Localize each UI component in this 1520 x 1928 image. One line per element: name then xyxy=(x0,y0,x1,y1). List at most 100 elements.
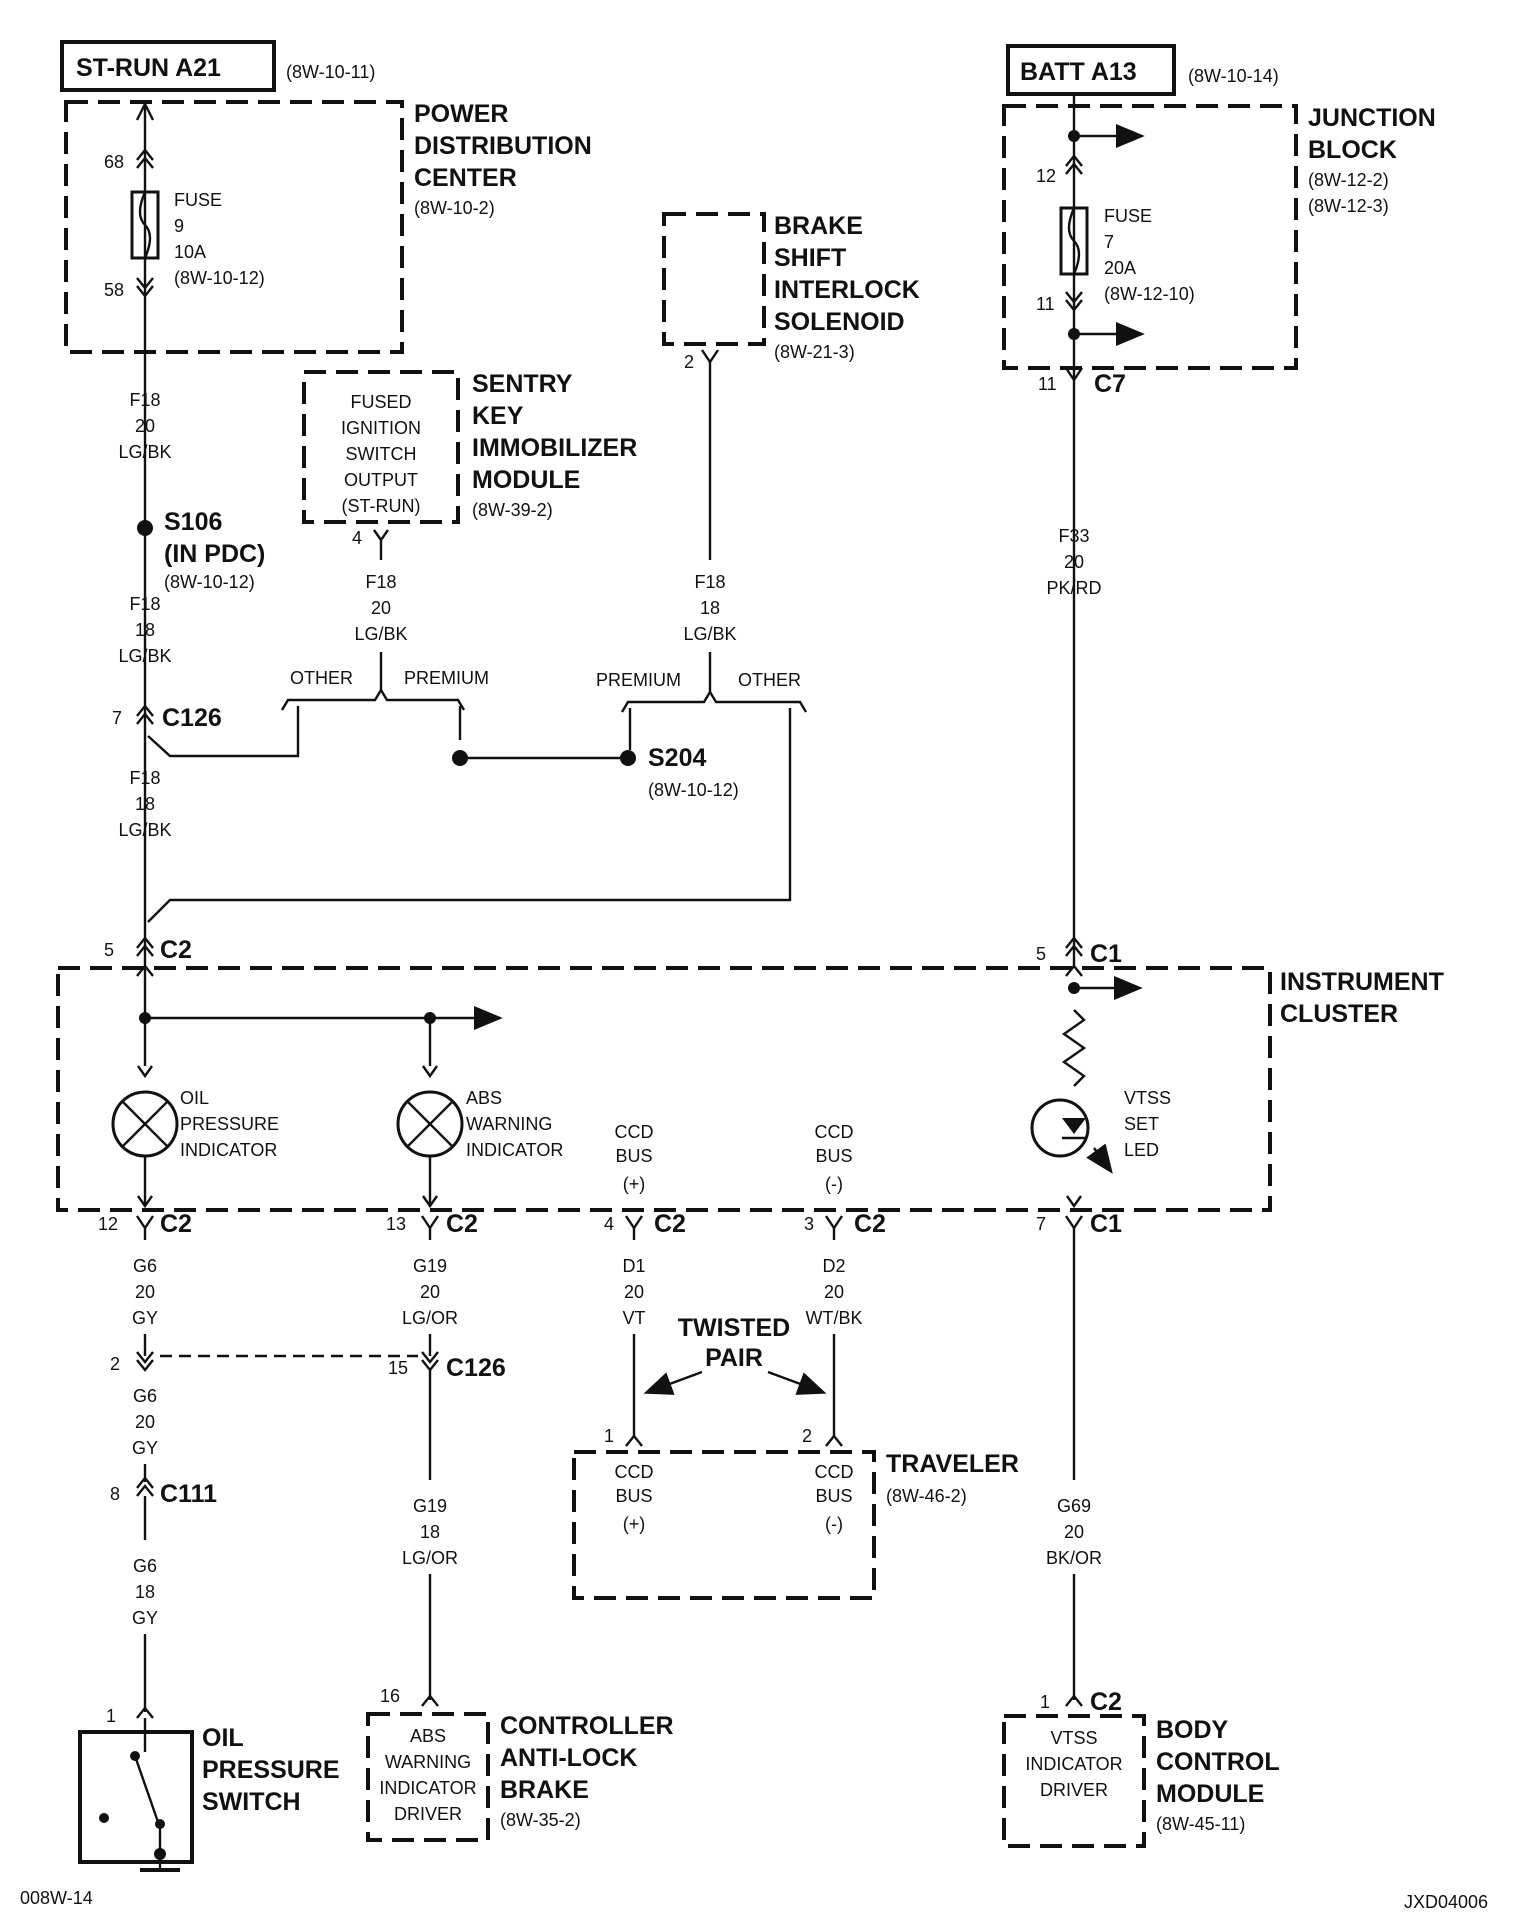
c2-12-pin: 12 xyxy=(98,1214,118,1234)
traveler-neg-3: (-) xyxy=(825,1514,843,1534)
wire-f18-a-3: LG/BK xyxy=(118,442,171,462)
other-right-route xyxy=(147,708,792,923)
wire-f18-a-2: 20 xyxy=(135,416,155,436)
jb-ref-1: (8W-12-2) xyxy=(1308,170,1389,190)
brake-shift-wire-2: 18 xyxy=(700,598,720,618)
ccd-neg-2: BUS xyxy=(815,1146,852,1166)
brake-shift-ref: (8W-21-3) xyxy=(774,342,855,362)
footer-right-code: JXD04006 xyxy=(1404,1892,1488,1912)
splice-s204-ref: (8W-10-12) xyxy=(648,780,739,800)
twisted-pair-arrow-right xyxy=(767,1370,827,1395)
oil-ind-1: OIL xyxy=(180,1088,209,1108)
sentry-inner-3: SWITCH xyxy=(346,444,417,464)
jb-ref-2: (8W-12-3) xyxy=(1308,196,1389,216)
option-other-right: OTHER xyxy=(738,670,801,690)
traveler-pos-2: BUS xyxy=(615,1486,652,1506)
jb-title-2: BLOCK xyxy=(1308,136,1397,164)
ccd-pos-1: CCD xyxy=(615,1122,654,1142)
pdc-title-3: CENTER xyxy=(414,164,517,192)
brake-shift-pin-2: 2 xyxy=(684,352,694,372)
pdc-title-1: POWER xyxy=(414,100,508,128)
c7-label: C7 xyxy=(1094,370,1126,398)
traveler-pin-1: 1 xyxy=(604,1426,614,1446)
wire-d1-3: VT xyxy=(622,1308,645,1328)
wire-f33-1: F33 xyxy=(1058,526,1089,546)
oil-switch-title-2: PRESSURE xyxy=(202,1756,340,1784)
c1-pin-5-conn xyxy=(1065,936,1083,957)
wire-g69-2: 20 xyxy=(1064,1522,1084,1542)
fuse-7-line-2: 7 xyxy=(1104,232,1114,252)
junction-block-box xyxy=(1002,104,1298,370)
sentry-pin-4-conn xyxy=(373,529,389,543)
wire-g6-20b-2: 20 xyxy=(135,1412,155,1432)
abs-ctrl-title-1: CONTROLLER xyxy=(500,1712,674,1740)
sentry-module-box xyxy=(302,370,460,524)
c2-4-conn xyxy=(625,1215,643,1231)
ccd-neg-3: (-) xyxy=(825,1174,843,1194)
abs-ind-3: INDICATOR xyxy=(466,1140,563,1160)
c2-4-label: C2 xyxy=(654,1210,686,1238)
c2-12-label: C2 xyxy=(160,1210,192,1238)
wire-d1-1: D1 xyxy=(622,1256,645,1276)
vtss-led-2: SET xyxy=(1124,1114,1159,1134)
option-other-left: OTHER xyxy=(290,668,353,688)
splice-s204-dot xyxy=(620,750,636,766)
twisted-pair-1: TWISTED xyxy=(678,1314,791,1342)
brake-shift-title-4: SOLENOID xyxy=(774,308,905,336)
c2-top-pin: 5 xyxy=(104,940,114,960)
abs-ctrl-pin-conn xyxy=(421,1694,439,1707)
c2-3-pin: 3 xyxy=(804,1214,814,1234)
pdc-title-2: DISTRIBUTION xyxy=(414,132,592,160)
wire-g19-18-1: G19 xyxy=(413,1496,447,1516)
fuse-9-line-4: (8W-10-12) xyxy=(174,268,265,288)
sentry-inner-2: IGNITION xyxy=(341,418,421,438)
traveler-pin-2-conn xyxy=(825,1434,843,1447)
sentry-inner-4: OUTPUT xyxy=(344,470,418,490)
wire-f18-c-1: F18 xyxy=(129,768,160,788)
vtss-led-3: LED xyxy=(1124,1140,1159,1160)
wire-f18-a-1: F18 xyxy=(129,390,160,410)
abs-ctrl-pin: 16 xyxy=(380,1686,400,1706)
pdc-pin-68: 68 xyxy=(104,152,124,172)
st-run-source-ref: (8W-10-11) xyxy=(286,62,375,82)
bcm-pin: 1 xyxy=(1040,1692,1050,1712)
wire-g19-20-3: LG/OR xyxy=(402,1308,458,1328)
abs-lamp-cross-b xyxy=(406,1100,454,1148)
wire-f18-b-1: F18 xyxy=(129,594,160,614)
wire-f18-c-2: 18 xyxy=(135,794,155,814)
brake-option-brace xyxy=(620,689,808,713)
traveler-title: TRAVELER xyxy=(886,1450,1019,1478)
c126-pin-15: 15 xyxy=(388,1358,408,1378)
sentry-wire-1: F18 xyxy=(365,572,396,592)
c111-label: C111 xyxy=(160,1480,217,1508)
ccd-pos-3: (+) xyxy=(623,1174,646,1194)
oil-ind-3: INDICATOR xyxy=(180,1140,277,1160)
jb-pin-12: 12 xyxy=(1036,166,1056,186)
fuse-9-line-1: FUSE xyxy=(174,190,222,210)
pdc-pin-58-conn xyxy=(136,277,154,298)
wire-g6-20b-3: GY xyxy=(132,1438,158,1458)
c1-7-pin: 7 xyxy=(1036,1214,1046,1234)
abs-ctrl-inner-3: INDICATOR xyxy=(379,1778,476,1798)
wire-g19-20-1: G19 xyxy=(413,1256,447,1276)
pdc-pin-58: 58 xyxy=(104,280,124,300)
sentry-inner-1: FUSED xyxy=(350,392,411,412)
bcm-inner-3: DRIVER xyxy=(1040,1780,1108,1800)
wire-d1-2: 20 xyxy=(624,1282,644,1302)
abs-ctrl-inner-1: ABS xyxy=(410,1726,446,1746)
wire-g6-18-2: 18 xyxy=(135,1582,155,1602)
c1-7-label: C1 xyxy=(1090,1210,1122,1238)
c2-12-conn xyxy=(136,1215,154,1231)
abs-ind-top-conn xyxy=(422,1065,438,1079)
oil-switch-ground-dot xyxy=(154,1848,166,1860)
c2-13-pin: 13 xyxy=(386,1214,406,1234)
abs-ctrl-inner-2: WARNING xyxy=(385,1752,471,1772)
c126-label-top: C126 xyxy=(162,704,222,732)
splice-s106-label: S106 xyxy=(164,508,222,536)
brake-shift-pin-2-conn xyxy=(701,349,719,365)
vtss-led-emission-arrow xyxy=(1086,1143,1113,1174)
twisted-pair-2: PAIR xyxy=(705,1344,763,1372)
c2-top-label: C2 xyxy=(160,936,192,964)
fuse-7-line-4: (8W-12-10) xyxy=(1104,284,1195,304)
oil-ind-top-conn xyxy=(137,1065,153,1079)
